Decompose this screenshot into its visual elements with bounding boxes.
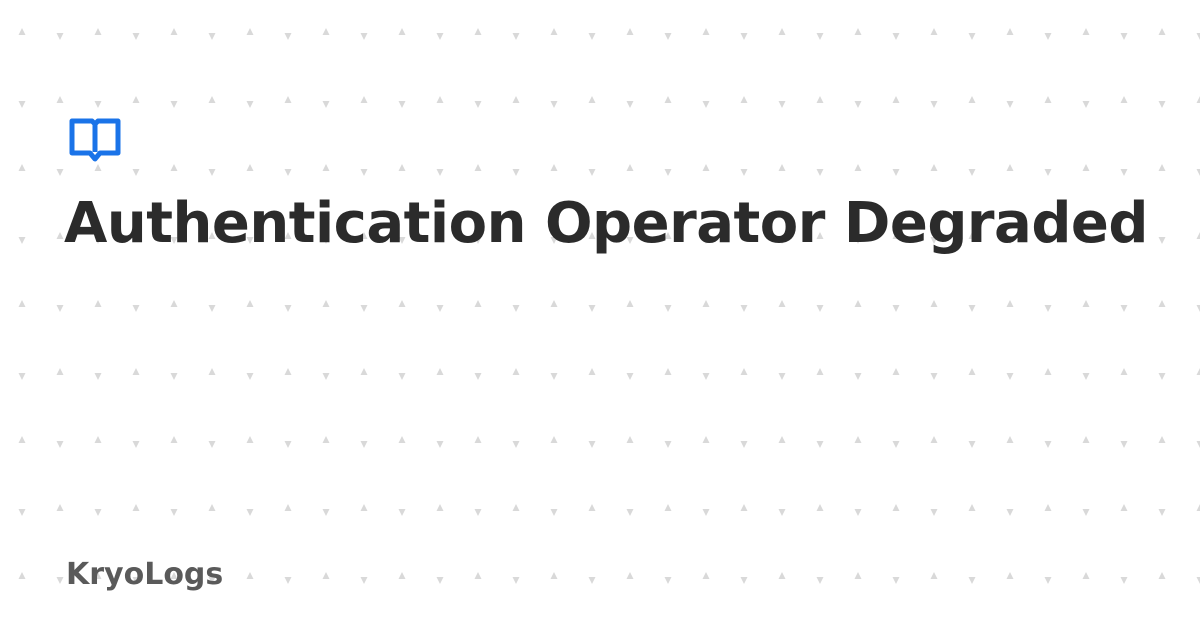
brand-name: KryoLogs (66, 557, 224, 592)
open-book-icon (69, 118, 121, 162)
page-title: Authentication Operator Degraded (64, 191, 1148, 256)
